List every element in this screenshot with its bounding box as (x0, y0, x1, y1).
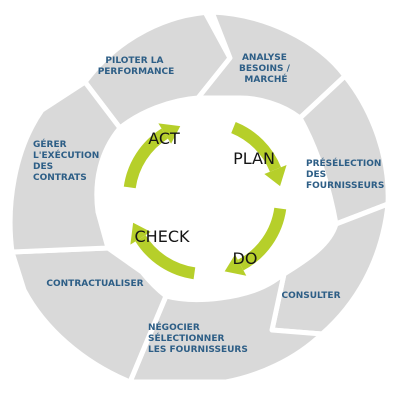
segment-label-line: PILOTER LA (105, 56, 163, 66)
cycle-arrow-arc (123, 128, 169, 189)
cycle-arrow-head (130, 222, 151, 245)
cycle-arrow-head (224, 254, 247, 276)
segment-label-negocier: NÉGOCIER SÉLECTIONNER LES FOURNISSEURS (148, 321, 248, 355)
segment-label-line: PRÉSÉLECTION (306, 157, 381, 169)
segment-piloter (82, 9, 233, 131)
segment-label-preselection: PRÉSÉLECTION DES FOURNISSEURS (306, 157, 385, 191)
segment-label-line: PERFORMANCE (98, 67, 175, 77)
segment-label-line: CONSULTER (281, 291, 340, 301)
cycle-arrow-arc (231, 121, 282, 172)
segment-label-consulter: CONSULTER (281, 291, 340, 301)
segment-label-line: BESOINS / (239, 64, 291, 74)
cycle-arrow-arc (237, 207, 287, 271)
pdca-check: CHECK (135, 227, 190, 246)
segment-label-line: ANALYSE (242, 53, 287, 63)
segment-label-line: LES FOURNISSEURS (148, 345, 248, 355)
segment-label-line: L'EXÉCUTION (33, 149, 99, 161)
segment-label-line: DES (33, 162, 53, 172)
segment-label-line: MARCHÉ (244, 73, 287, 85)
segment-ring (7, 9, 391, 385)
segment-labels: PILOTER LA PERFORMANCE ANALYSE BESOINS /… (33, 53, 385, 355)
segment-consulter (269, 201, 391, 337)
clockwise-arrow-icon (123, 121, 287, 280)
segment-label-piloter: PILOTER LA PERFORMANCE (98, 56, 175, 77)
pdca-labels: ACT PLAN DO CHECK (135, 129, 275, 268)
segment-label-line: CONTRACTUALISER (46, 279, 143, 289)
segment-label-line: CONTRATS (33, 173, 87, 183)
segment-label-line: GÉRER (33, 138, 67, 150)
pdca-plan: PLAN (233, 149, 275, 168)
pdca-do: DO (233, 249, 258, 268)
segment-contractualiser (9, 245, 169, 385)
segment-label-line: NÉGOCIER (148, 321, 200, 333)
segment-label-gerer: GÉRER L'EXÉCUTION DES CONTRATS (33, 138, 102, 183)
segment-gerer (7, 79, 123, 255)
cycle-arrow-head (158, 123, 181, 144)
segment-label-analyse: ANALYSE BESOINS / MARCHÉ (239, 53, 293, 85)
pdca-act: ACT (148, 129, 180, 148)
segment-label-line: FOURNISSEURS (306, 181, 384, 191)
segment-label-line: SÉLECTIONNER (148, 332, 224, 344)
segment-label-contractualiser: CONTRACTUALISER (46, 279, 143, 289)
cycle-arrow-head (264, 165, 287, 187)
segment-label-line: DES (306, 170, 326, 180)
cycle-arrow-arc (135, 234, 196, 280)
